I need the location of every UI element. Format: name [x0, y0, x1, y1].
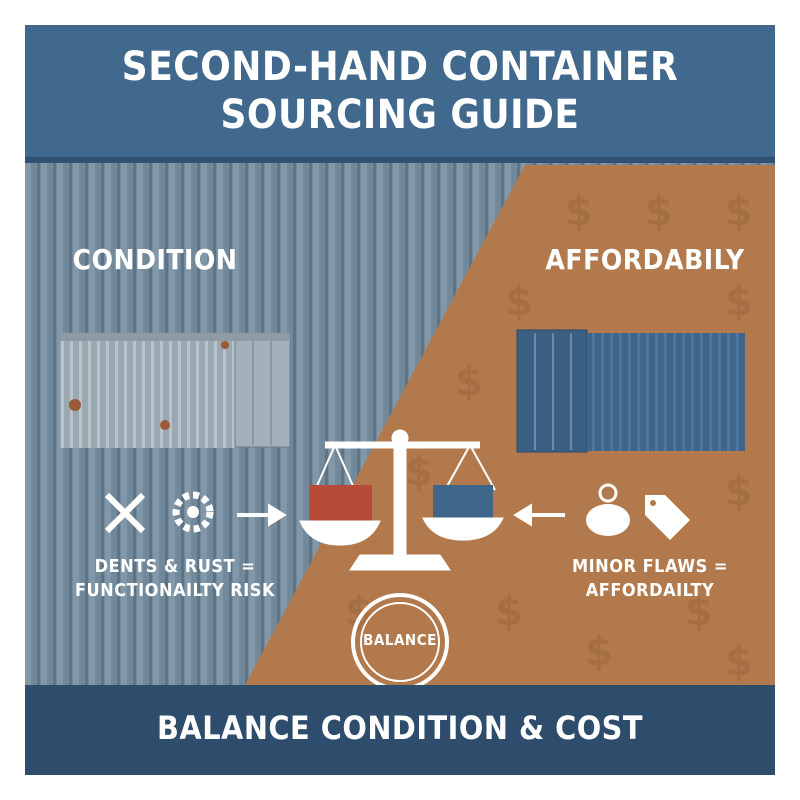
title-line-2: SOURCING GUIDE	[220, 92, 580, 138]
affordability-heading: AFFORDABILY	[545, 243, 745, 276]
price-tag-icon	[645, 495, 690, 540]
svg-text:$: $	[725, 189, 753, 235]
svg-text:$: $	[405, 449, 433, 495]
header-banner: SECOND-HAND CONTAINER SOURCING GUIDE	[25, 25, 775, 163]
condition-caption: DENTS & RUST = FUNCTIONAILTY RISK	[50, 555, 300, 603]
svg-text:$: $	[455, 359, 483, 405]
svg-text:$: $	[505, 279, 533, 325]
svg-text:$: $	[585, 629, 613, 675]
caption-line: FUNCTIONAILTY RISK	[74, 580, 276, 601]
condition-heading: CONDITION	[72, 243, 238, 276]
affordability-caption: MINOR FLAWS = AFFORDAILTY	[550, 555, 750, 603]
svg-text:$: $	[345, 589, 373, 635]
gear-icon	[172, 491, 214, 533]
svg-text:$: $	[725, 279, 753, 325]
tools-icon	[104, 492, 146, 534]
svg-text:$: $	[725, 639, 753, 685]
footer-text: BALANCE CONDITION & COST	[156, 709, 644, 747]
infographic: $ $ $ $ $ $ $ $ $ $ $ $ $	[25, 25, 775, 775]
title-line-1: SECOND-HAND CONTAINER	[121, 44, 679, 90]
balance-scale-icon	[299, 429, 504, 571]
svg-text:$: $	[495, 589, 523, 635]
balance-badge: BALANCE	[363, 631, 437, 649]
caption-line: MINOR FLAWS =	[572, 556, 728, 577]
caption-line: DENTS & RUST =	[94, 556, 256, 577]
red-container	[310, 485, 372, 523]
svg-text:$: $	[565, 189, 593, 235]
svg-text:$: $	[685, 589, 713, 635]
svg-text:$: $	[725, 469, 753, 515]
worn-container	[60, 333, 291, 448]
footer-banner: BALANCE CONDITION & COST	[25, 685, 775, 775]
blue-container	[516, 329, 745, 453]
caption-line: AFFORDAILTY	[585, 580, 715, 601]
piggy-bank-icon	[586, 483, 630, 536]
svg-text:$: $	[645, 189, 673, 235]
